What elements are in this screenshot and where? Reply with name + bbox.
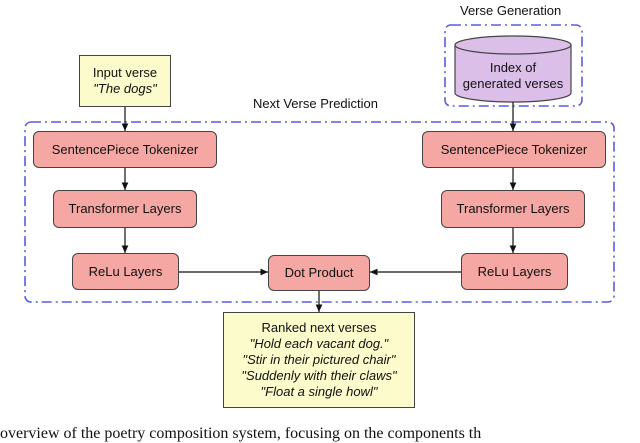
verse-generation-label: Verse Generation — [460, 3, 562, 18]
left-relu-box: ReLu Layers — [72, 253, 179, 290]
right-tokenizer-box: SentencePiece Tokenizer — [422, 131, 606, 168]
figure-caption: overview of the poetry composition syste… — [0, 425, 482, 442]
dot-product-box: Dot Product — [268, 255, 370, 291]
input-verse-text: "The dogs" — [93, 81, 157, 96]
ranked-verses-title: Ranked next verses — [261, 320, 377, 335]
input-verse-title: Input verse — [92, 65, 158, 80]
index-label: Index of generated verses — [455, 58, 571, 94]
right-transformer-label: Transformer Layers — [456, 201, 570, 216]
ranked-verse-item: "Float a single howl" — [260, 384, 378, 399]
right-relu-label: ReLu Layers — [477, 263, 552, 279]
ranked-verse-item: "Hold each vacant dog." — [249, 336, 389, 351]
left-transformer-box: Transformer Layers — [53, 190, 197, 228]
left-relu-label: ReLu Layers — [88, 263, 163, 279]
next-verse-prediction-label: Next Verse Prediction — [253, 96, 379, 111]
input-verse-box: Input verse "The dogs" — [79, 55, 171, 107]
index-label-line2: generated verses — [462, 76, 564, 91]
right-tokenizer-label: SentencePiece Tokenizer — [440, 141, 588, 157]
dot-product-label: Dot Product — [284, 265, 354, 280]
left-transformer-label: Transformer Layers — [68, 201, 182, 216]
index-label-line1: Index of — [489, 60, 537, 75]
ranked-verse-item: "Suddenly with their claws" — [241, 368, 397, 383]
right-transformer-box: Transformer Layers — [441, 190, 585, 228]
ranked-verses-box: Ranked next verses "Hold each vacant dog… — [223, 312, 415, 408]
left-tokenizer-label: SentencePiece Tokenizer — [51, 141, 199, 157]
ranked-verse-item: "Stir in their pictured chair" — [242, 352, 396, 367]
next-verse-prediction-region — [24, 121, 615, 303]
right-relu-box: ReLu Layers — [461, 253, 568, 290]
left-tokenizer-box: SentencePiece Tokenizer — [33, 131, 217, 168]
index-cylinder — [454, 35, 572, 103]
